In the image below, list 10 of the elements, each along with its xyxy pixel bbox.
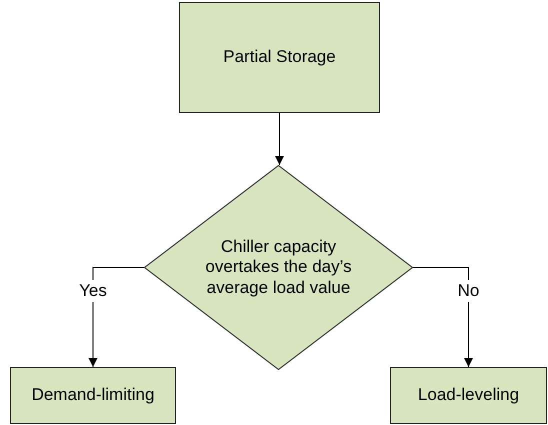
process-box — [10, 367, 176, 424]
decision-diamond — [144, 165, 413, 370]
node-text: Load-leveling — [418, 385, 520, 406]
edge-label: Yes — [77, 280, 109, 302]
node-text: Partial Storage — [223, 47, 336, 68]
node-text: Demand-limiting — [32, 385, 154, 406]
node-text: Chiller capacity overtakes the day’s average load value — [204, 236, 353, 298]
process-box — [390, 367, 547, 424]
arrow — [275, 112, 284, 166]
process-box — [179, 2, 380, 113]
